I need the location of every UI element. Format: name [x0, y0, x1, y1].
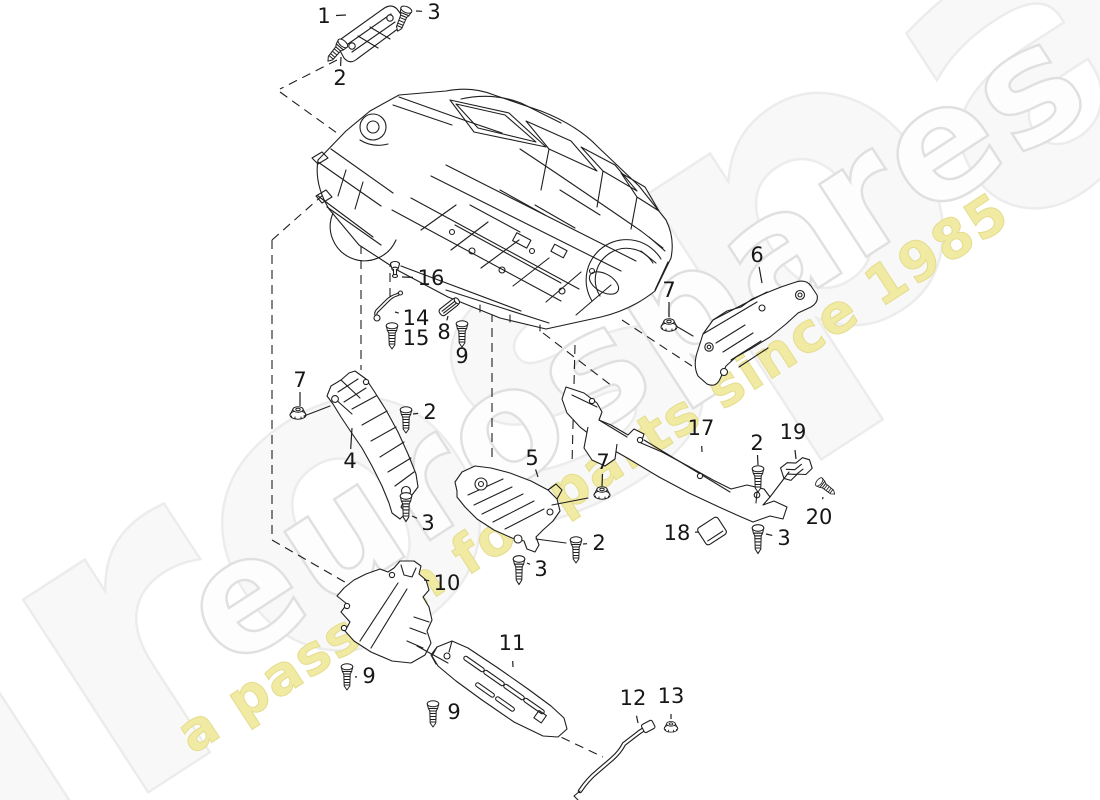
leader-line-12 [635, 715, 639, 724]
bracket-14-icon [373, 290, 404, 322]
part-1-bracket [336, 5, 405, 63]
sleeve-8-icon [438, 297, 461, 317]
callout-leader-lines [299, 10, 824, 724]
screw-20-icon [813, 476, 839, 499]
leader-line-6 [758, 266, 763, 284]
clip-16-icon [389, 260, 401, 279]
leader-line-19 [794, 449, 797, 460]
leader-line-14 [394, 311, 399, 314]
hardware-connector-lines [303, 325, 790, 664]
part-10-underbody-panel [336, 560, 433, 664]
leader-line-4 [350, 427, 353, 450]
leader-line-3 [765, 533, 773, 536]
leader-line-8 [446, 315, 449, 321]
leader-line-2 [412, 412, 419, 415]
leader-line-7 [601, 473, 604, 487]
part-17-sill-shield [561, 386, 788, 523]
part-12-support-rod [573, 719, 656, 800]
screw-3-part17-icon [751, 524, 765, 555]
leader-line-5 [535, 469, 539, 478]
leader-line-3 [526, 562, 531, 565]
pad-18-icon [697, 516, 727, 546]
clip-19-icon [780, 457, 813, 481]
car-body-wireframe [311, 88, 673, 332]
leader-line-20 [821, 496, 824, 500]
part-6-heat-shield [694, 280, 818, 386]
nut-13-icon [663, 721, 679, 733]
leader-line-3 [411, 515, 418, 519]
leader-line-1 [335, 14, 347, 17]
part-5-heat-shield [454, 465, 563, 553]
leader-line-10 [423, 579, 430, 582]
part-4-heat-shield [326, 370, 419, 520]
part-11-underbody-panel [430, 640, 568, 738]
fasteners [289, 4, 839, 733]
leader-line-2 [756, 454, 759, 466]
